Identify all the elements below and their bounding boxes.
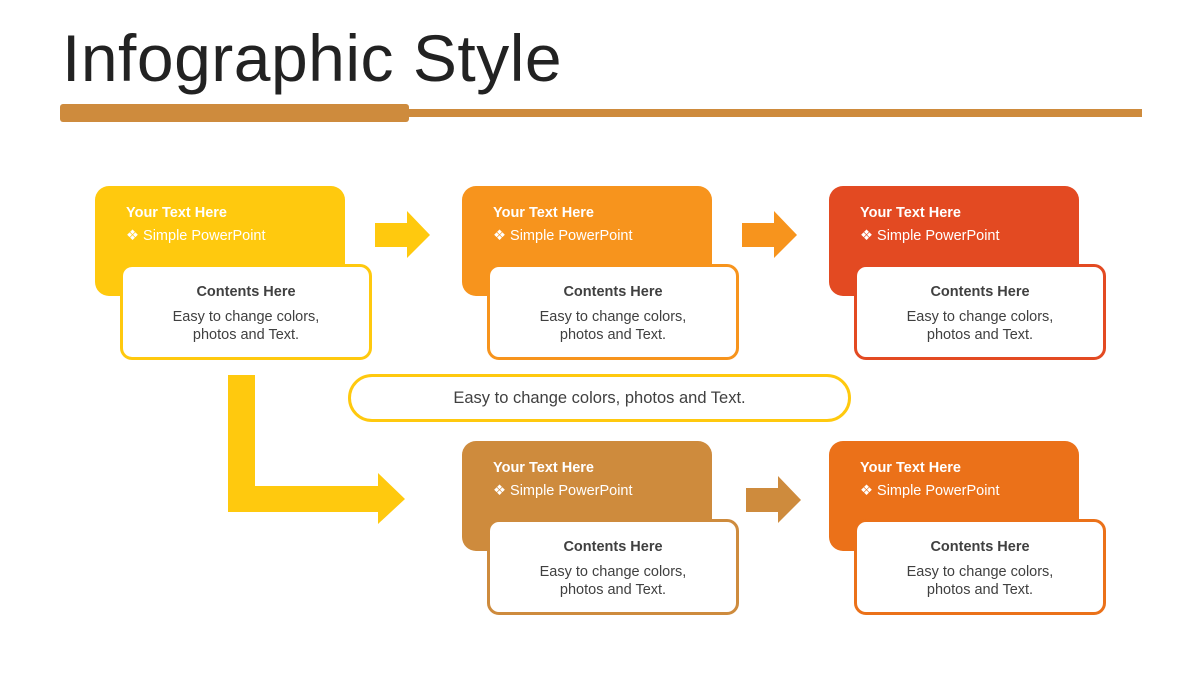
card-2-content-title: Contents Here bbox=[563, 284, 663, 300]
card-5-heading: Your Text Here bbox=[860, 460, 961, 476]
card-2-heading: Your Text Here bbox=[493, 205, 594, 221]
card-3-content-body: Easy to change colors, photos and Text. bbox=[906, 309, 1054, 343]
card-1-content: Contents Here Easy to change colors, pho… bbox=[120, 264, 372, 360]
card-2-subtitle: ❖ Simple PowerPoint bbox=[493, 228, 633, 244]
card-1-subtitle: ❖ Simple PowerPoint bbox=[126, 228, 266, 244]
card-2-content: Contents Here Easy to change colors, pho… bbox=[487, 264, 739, 360]
card-3-content-title: Contents Here bbox=[930, 284, 1030, 300]
card-5-content-title: Contents Here bbox=[930, 539, 1030, 555]
arrow-right-icon bbox=[375, 211, 430, 258]
card-2-content-body: Easy to change colors, photos and Text. bbox=[539, 309, 687, 343]
card-4-subtitle: ❖ Simple PowerPoint bbox=[493, 483, 633, 499]
title-underline bbox=[60, 109, 1142, 117]
card-4-content-body: Easy to change colors, photos and Text. bbox=[539, 564, 687, 598]
arrow-right-icon bbox=[742, 211, 797, 258]
card-4-content: Contents Here Easy to change colors, pho… bbox=[487, 519, 739, 615]
card-3-heading: Your Text Here bbox=[860, 205, 961, 221]
card-5-content-body: Easy to change colors, photos and Text. bbox=[906, 564, 1054, 598]
elbow-arrow-icon bbox=[228, 375, 405, 524]
arrow-right-icon bbox=[746, 476, 801, 523]
slide-title: Infographic Style bbox=[62, 21, 563, 95]
card-5-content: Contents Here Easy to change colors, pho… bbox=[854, 519, 1106, 615]
card-4-content-title: Contents Here bbox=[563, 539, 663, 555]
card-5-subtitle: ❖ Simple PowerPoint bbox=[860, 483, 1000, 499]
title-underline-accent bbox=[60, 104, 409, 122]
center-banner: Easy to change colors, photos and Text. bbox=[348, 374, 851, 422]
card-3-content: Contents Here Easy to change colors, pho… bbox=[854, 264, 1106, 360]
card-1-content-title: Contents Here bbox=[196, 284, 296, 300]
card-1-content-body: Easy to change colors, photos and Text. bbox=[172, 309, 320, 343]
card-4-heading: Your Text Here bbox=[493, 460, 594, 476]
card-1-heading: Your Text Here bbox=[126, 205, 227, 221]
card-3-subtitle: ❖ Simple PowerPoint bbox=[860, 228, 1000, 244]
